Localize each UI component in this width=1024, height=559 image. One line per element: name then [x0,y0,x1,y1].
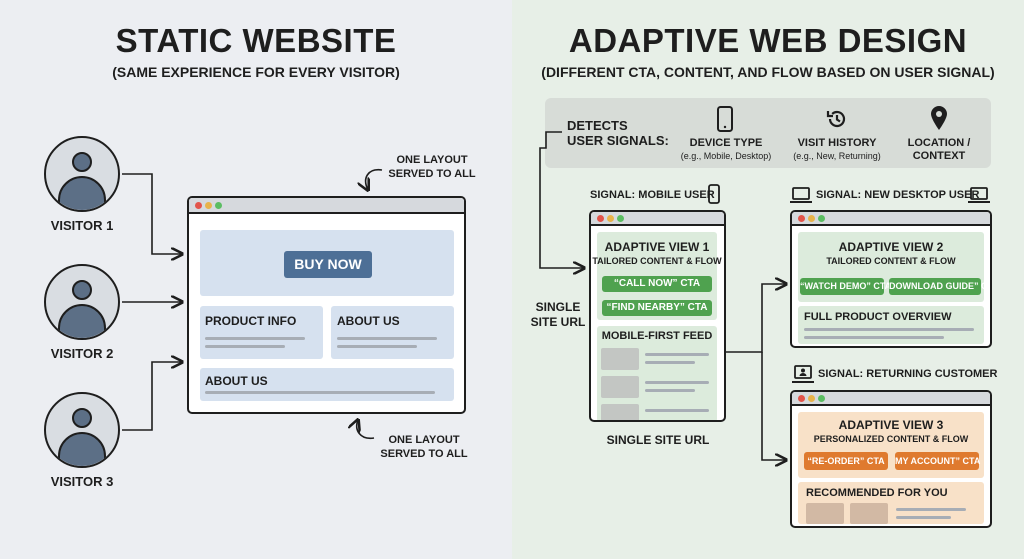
note-top-line2: SERVED TO ALL [388,168,476,180]
single-site-url-bottom: SINGLE SITE URL [606,433,710,447]
view-2-title: ADAPTIVE VIEW 2 [838,240,944,254]
view-1-title: ADAPTIVE VIEW 1 [604,240,710,254]
note-bottom-line2: SERVED TO ALL [380,448,468,460]
my-account-button[interactable]: MY ACCOUNT” CTA [895,452,980,470]
about-us-footer [200,368,454,401]
signal-history-title: VISIT HISTORY [797,137,877,149]
browser-titlebar [189,198,464,214]
product-info-card [200,306,323,359]
signal-history-sub: (e.g., New, Returning) [793,151,881,161]
signal-location-title: LOCATION / [907,137,971,149]
adaptive-subtitle: (DIFFERENT CTA, CONTENT, AND FLOW BASED … [541,64,995,80]
detects-line2: USER SIGNALS: [567,133,669,148]
note-top-line1: ONE LAYOUT [396,154,468,166]
product-overview-label: FULL PRODUCT OVERVIEW [804,311,952,323]
visitor-2-avatar [44,264,120,340]
product-info-label: PRODUCT INFO [205,314,297,328]
signal-returning-label: SIGNAL: RETURNING CUSTOMER [818,368,998,380]
single-site-url-side-2: SITE URL [530,315,586,329]
single-site-url-side-1: SINGLE [535,300,581,314]
view-3-subtitle: PERSONALIZED CONTENT & FLOW [813,434,969,444]
visitor-1-label: VISITOR 1 [50,218,114,233]
history-icon [826,110,846,128]
signal-mobile-label: SIGNAL: MOBILE USER [590,189,715,201]
download-guide-button[interactable]: DOWNLOAD GUIDE” CTA [889,278,990,295]
static-subtitle: (SAME EXPERIENCE FOR EVERY VISITOR) [112,64,400,80]
view-2-subtitle: TAILORED CONTENT & FLOW [826,256,956,266]
adaptive-view-3-window: ADAPTIVE VIEW 3 PERSONALIZED CONTENT & F… [790,390,992,528]
visitor-2-label: VISITOR 2 [50,346,114,361]
laptop-icon [790,187,812,203]
visitor-1-avatar [44,136,120,212]
static-browser-window: BUY NOW PRODUCT INFO ABOUT US ABOUT US [187,196,466,414]
location-pin-icon [931,106,947,130]
signal-device-title: DEVICE TYPE [689,137,763,149]
find-nearby-button[interactable]: “FIND NEARBY” CTA [602,300,712,316]
detects-line1: DETECTS [567,118,628,133]
buy-now-button[interactable]: BUY NOW [284,251,372,278]
signal-device-sub: (e.g., Mobile, Desktop) [680,151,772,161]
view-3-title: ADAPTIVE VIEW 3 [838,418,944,432]
phone-icon [708,184,720,204]
note-bottom-line1: ONE LAYOUT [388,434,460,446]
about-us-label-bottom: ABOUT US [205,374,268,388]
about-us-card [331,306,454,359]
recommended-label: RECOMMENDED FOR YOU [806,487,948,499]
static-title: STATIC WEBSITE [115,22,397,59]
laptop-icon [968,187,990,203]
signal-location-title2: CONTEXT [912,150,966,162]
phone-icon [717,106,733,132]
view-1-subtitle: TAILORED CONTENT & FLOW [592,256,722,266]
adaptive-title: ADAPTIVE WEB DESIGN [568,22,968,59]
visitor-3-label: VISITOR 3 [50,474,114,489]
about-us-label-right: ABOUT US [337,314,400,328]
signal-desktop-label: SIGNAL: NEW DESKTOP USER [816,189,980,201]
visitor-3-avatar [44,392,120,468]
user-signals-strip [545,98,991,168]
re-order-button[interactable]: “RE-ORDER” CTA [804,452,888,470]
adaptive-view-2-window: ADAPTIVE VIEW 2 TAILORED CONTENT & FLOW … [790,210,992,348]
adaptive-view-1-window: ADAPTIVE VIEW 1 TAILORED CONTENT & FLOW … [589,210,726,422]
mobile-feed-label: MOBILE-FIRST FEED [601,330,713,342]
user-laptop-icon [792,365,814,383]
watch-demo-button[interactable]: “WATCH DEMO” CTA [800,278,891,295]
call-now-button[interactable]: “CALL NOW” CTA [602,276,712,292]
